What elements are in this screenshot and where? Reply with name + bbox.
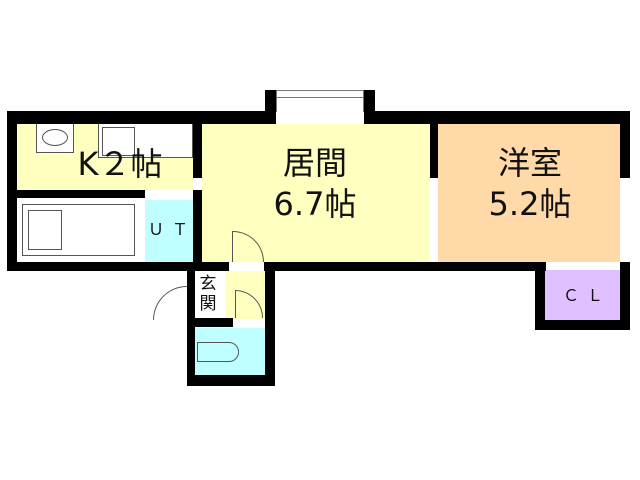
wall bbox=[7, 262, 229, 271]
ut-label: ＵＴ bbox=[148, 220, 197, 239]
wall bbox=[265, 90, 276, 124]
wall bbox=[193, 124, 202, 178]
counter bbox=[98, 123, 193, 158]
wall bbox=[364, 90, 375, 124]
ut-room bbox=[145, 200, 193, 262]
wall bbox=[195, 318, 233, 327]
wall bbox=[364, 111, 630, 124]
wall bbox=[187, 262, 195, 386]
entrance-door-swing bbox=[153, 286, 187, 320]
wall bbox=[620, 111, 630, 178]
wall bbox=[265, 262, 275, 386]
window bbox=[276, 90, 364, 112]
wall bbox=[193, 190, 202, 262]
toilet-icon bbox=[197, 342, 239, 362]
closet-room bbox=[545, 270, 620, 320]
living-size: 6.7帖 bbox=[273, 185, 357, 223]
closet-label: ＣＬ bbox=[562, 286, 611, 305]
living-label: 居間 bbox=[282, 144, 347, 182]
wall bbox=[430, 124, 438, 178]
wall bbox=[620, 262, 630, 330]
toilet-room bbox=[195, 328, 265, 375]
western-size: 5.2帖 bbox=[488, 185, 572, 223]
western-room bbox=[438, 124, 620, 262]
wall bbox=[7, 190, 145, 198]
western-label: 洋室 bbox=[497, 144, 562, 182]
wall bbox=[264, 262, 546, 271]
wall bbox=[7, 111, 273, 124]
kitchen-label: K２帖 bbox=[77, 145, 163, 183]
wall bbox=[187, 375, 275, 386]
wall bbox=[535, 320, 630, 330]
wall bbox=[535, 262, 545, 330]
bath-room bbox=[17, 198, 145, 262]
entrance-label: 玄関 bbox=[199, 274, 217, 314]
